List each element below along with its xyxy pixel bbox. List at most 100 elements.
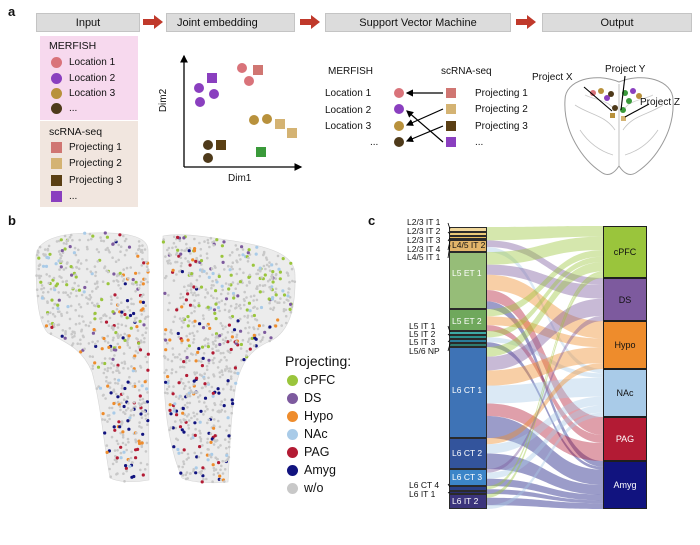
step-arrow-icon [300,15,320,29]
cell-dot [214,344,218,347]
cell-dot [141,397,145,401]
svm-location: Location 3 [325,121,372,132]
cell-dot [169,412,173,416]
cell-dot [126,419,130,423]
cell-dot [103,357,107,360]
cell-dot [141,473,145,477]
cell-dot [125,316,129,320]
cell-dot [196,391,199,394]
sankey-ribbon [487,262,603,357]
cell-dot [278,277,282,281]
cell-dot [199,439,203,443]
cell-dot [214,302,218,306]
cell-dot [168,428,171,432]
cell-dot [87,342,91,345]
cell-dot [85,258,88,262]
cell-dot [211,347,214,351]
square-marker-icon [51,142,62,153]
cell-dot [56,306,60,311]
cell-dot [215,297,219,300]
cell-dot [137,240,141,243]
cell-dot [232,296,236,300]
cell-dot [109,347,113,351]
cell-dot [268,339,271,343]
cell-dot [239,258,242,261]
cell-dot [177,254,181,258]
cell-dot [85,280,89,284]
cell-dot [188,472,192,475]
cell-dot [186,434,190,437]
cell-dot [270,285,274,289]
cell-dot [202,317,205,320]
cell-dot [268,325,272,329]
cell-dot [79,305,83,309]
cell-dot [96,285,99,289]
svm-location: ... [370,137,379,148]
cell-dot [107,324,111,327]
cell-dot [235,303,238,306]
cell-dot [227,287,231,291]
cell-dot [179,264,183,268]
source-side-label: L5/6 NP [409,346,440,356]
cell-dot [123,362,127,365]
cell-dot [182,302,186,306]
cell-dot [200,263,203,266]
output-label: Project X [532,72,573,83]
cell-dot [203,410,207,413]
cell-dot [38,245,42,249]
cell-dot [80,293,84,297]
cell-dot [130,282,134,285]
cell-dot [137,247,141,251]
sankey-ribbon [487,347,603,386]
cell-dot [185,242,188,246]
cell-dot [64,266,68,270]
cell-dot [170,368,174,371]
cell-dot [55,240,59,243]
cell-dot [205,364,209,368]
cell-dot [187,380,190,384]
cell-dot [78,238,81,242]
sankey-ribbon [487,396,603,454]
cell-dot [133,320,137,323]
cell-dot [223,410,227,413]
cell-dot [73,334,76,338]
cell-dot [78,322,81,325]
cell-dot [252,344,256,347]
embedding-xlabel: Dim1 [228,173,252,184]
cell-dot [242,271,245,275]
cell-dot [142,340,146,344]
cell-dot [196,418,199,421]
cell-dot [259,269,262,273]
cell-dot [69,304,73,308]
cell-dot [209,440,213,444]
cell-dot [247,331,250,335]
cell-dot [184,257,187,260]
cell-dot [180,326,184,329]
cell-dot [215,238,219,242]
cell-dot [128,375,131,379]
cell-dot [184,249,187,252]
target-pag: PAG [603,417,647,461]
cell-dot [220,254,224,258]
cell-dot [146,315,150,318]
cell-dot [164,276,167,280]
sankey-ribbon [487,363,603,445]
cell-dot [180,248,183,252]
cell-dot [164,255,167,258]
cell-dot [77,248,80,252]
cell-dot [163,391,167,395]
cell-dot [140,426,143,429]
cell-dot [263,273,267,277]
cell-dot [122,234,125,238]
cell-dot [188,359,191,362]
cell-dot [230,335,234,339]
cell-dot [146,352,150,356]
cell-dot [183,413,187,416]
cell-dot [222,404,226,408]
cell-dot [126,341,129,345]
cell-dot [59,238,63,242]
cell-dot [194,359,198,363]
cell-dot [227,323,231,327]
cell-dot [163,332,167,336]
cell-dot [250,314,254,318]
